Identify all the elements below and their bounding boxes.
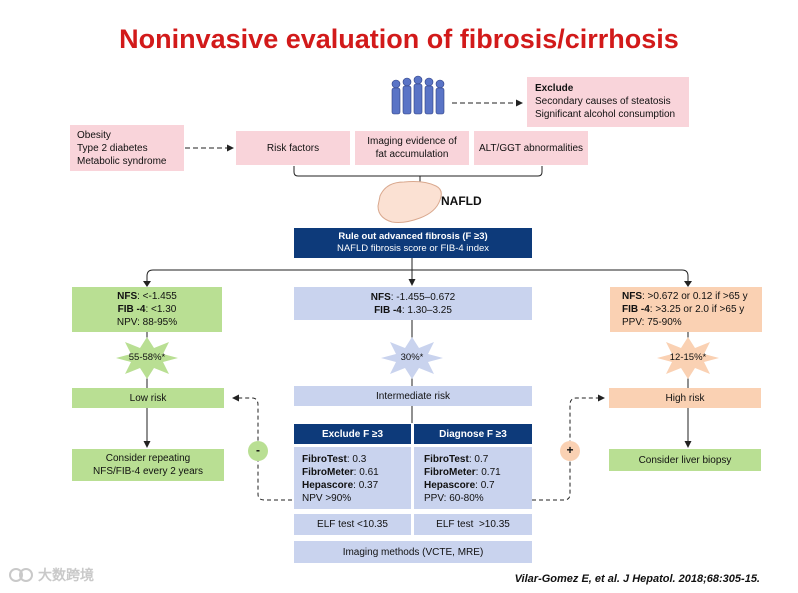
rule-out-line-1: Rule out advanced fibrosis (F ≥3) [338,231,488,242]
imaging-evidence-line-1: Imaging evidence of [367,136,457,147]
right-fib4-label: FIB -4 [622,304,650,315]
consider-biopsy-label: Consider liver biopsy [638,454,732,466]
diagnose-fibrotest-label: FibroTest [424,454,469,465]
diagnose-f3-header: Diagnose F ≥3 [414,424,532,444]
middle-nfs-value: : -1.455–0.672 [390,291,456,303]
middle-star-label: 30%* [400,352,424,363]
right-score-box: NFS: >0.672 or 0.12 if >65 y FIB -4: >3.… [610,287,762,332]
watermark-text: 大数跨境 [38,567,94,583]
exclude-fibrometer-label: FibroMeter [302,467,354,478]
plus-sign: + [566,443,574,457]
exclude-fibrometer-value: : 0.61 [353,467,379,478]
branch-line [146,269,689,283]
right-star-shape [657,337,719,379]
left-fib4-label: FIB -4 [117,304,146,315]
minus-feedback-path [232,394,292,501]
exclude-hepascore-label: Hepascore [302,480,354,491]
left-nfs-value: : <-1.455 [137,291,177,302]
rule-out-box: Rule out advanced fibrosis (F ≥3) NAFLD … [294,228,532,258]
risk-factors-label: Risk factors [266,142,320,154]
diagnose-tests-box: FibroTest: 0.7 FibroMeter: 0.71 Hepascor… [414,447,532,509]
diagnose-hepascore-value: : 0.7 [475,480,495,491]
low-risk-label: Low risk [129,392,167,404]
consider-repeating-line-2: NFS/FIB-4 every 2 years [92,466,204,477]
middle-fib4-value: : 1.30–3.25 [401,304,452,316]
branch-right-arrowhead [684,281,692,287]
high-risk-box: High risk [609,388,761,408]
top-row-bracket [293,166,543,177]
branch-left-arrowhead [143,281,151,287]
imaging-evidence-box: Imaging evidence of fat accumulation [355,131,469,165]
left-nfs-label: NFS [117,291,138,302]
exclude-heading: Exclude [535,83,574,94]
exclude-line-2: Significant alcohol consumption [535,109,676,120]
minus-circle [248,441,268,461]
middle-fib4-label: FIB -4 [374,304,402,316]
liver-shape [377,181,442,223]
elf-right-label: ELF test >10.35 [436,519,510,530]
exclude-fibrotest-value: : 0.3 [346,454,367,465]
right-ppv: PPV: 75-90% [622,317,682,328]
elf-left-label: ELF test <10.35 [317,519,388,530]
diagnose-fibrometer-value: : 0.71 [475,467,501,478]
diagnose-hepascore-label: Hepascore [424,480,476,491]
left-star-label: 55-58%* [128,352,166,363]
exclude-tests-box: FibroTest: 0.3 FibroMeter: 0.61 Hepascor… [294,447,411,509]
diagnose-fibrometer-label: FibroMeter [424,467,476,478]
high-risk-label: High risk [665,392,705,404]
comorbidity-metabolic: Metabolic syndrome [77,156,167,167]
low-risk-box: Low risk [72,388,224,408]
exclude-f3-header: Exclude F ≥3 [294,424,411,444]
comorbidity-diabetes: Type 2 diabetes [77,143,148,154]
imaging-methods-label: Imaging methods (VCTE, MRE) [342,546,484,558]
left-fib4-value: : <1.30 [145,304,177,315]
exclude-box: Exclude Secondary causes of steatosis Si… [527,77,689,127]
left-npv: NPV: 88-95% [116,317,178,328]
alt-ggt-label: ALT/GGT abnormalities [478,142,584,154]
consider-biopsy-box: Consider liver biopsy [609,449,761,471]
exclude-hepascore-value: : 0.37 [353,480,379,491]
exclude-npv: NPV >90% [302,493,352,504]
elf-right-box: ELF test >10.35 [414,514,532,535]
middle-star-shape [381,337,443,379]
elf-left-box: ELF test <10.35 [294,514,411,535]
left-score-box: NFS: <-1.455 FIB -4: <1.30 NPV: 88-95% [72,287,222,332]
exclude-fibrotest-label: FibroTest [302,454,347,465]
right-nfs-value: : >0.672 or 0.12 if >65 y [642,291,748,302]
citation: Vilar-Gomez E, et al. J Hepatol. 2018;68… [514,573,760,585]
right-nfs-label: NFS [622,291,642,302]
people-group-shape [391,75,445,115]
comorbidity-obesity: Obesity [77,130,111,141]
consider-repeating-line-1: Consider repeating [105,453,191,464]
watermark: 大数跨境 [8,565,94,585]
consider-repeating-box: Consider repeating NFS/FIB-4 every 2 yea… [72,449,224,481]
intermediate-risk-label: Intermediate risk [376,390,450,402]
comorbidities-box: Obesity Type 2 diabetes Metabolic syndro… [70,125,184,171]
diagnose-f3-label: Diagnose F ≥3 [439,428,507,440]
diagnose-ppv: PPV: 60-80% [424,493,484,504]
right-star-label: 12-15%* [669,352,707,363]
plus-circle [560,441,580,461]
minus-sign: - [256,443,260,457]
intermediate-risk-box: Intermediate risk [294,386,532,406]
middle-score-box: NFS: -1.455–0.672 FIB -4: 1.30–3.25 [294,287,532,320]
imaging-evidence-line-2: fat accumulation [375,149,449,160]
page-title: Noninvasive evaluation of fibrosis/cirrh… [119,24,679,54]
middle-nfs-label: NFS [370,291,391,303]
diagnose-fibrotest-value: : 0.7 [468,454,489,465]
rule-out-line-2: NAFLD fibrosis score or FIB-4 index [336,243,490,254]
watermark-logo-icon [9,568,33,582]
risk-factors-box: Risk factors [236,131,350,165]
exclude-line-1: Secondary causes of steatosis [535,96,671,107]
imaging-methods-box: Imaging methods (VCTE, MRE) [294,541,532,563]
right-fib4-value: : >3.25 or 2.0 if >65 y [649,304,745,315]
left-star-shape [116,337,178,379]
nafld-label: NAFLD [441,194,482,208]
exclude-f3-label: Exclude F ≥3 [321,428,384,440]
alt-ggt-box: ALT/GGT abnormalities [474,131,588,165]
